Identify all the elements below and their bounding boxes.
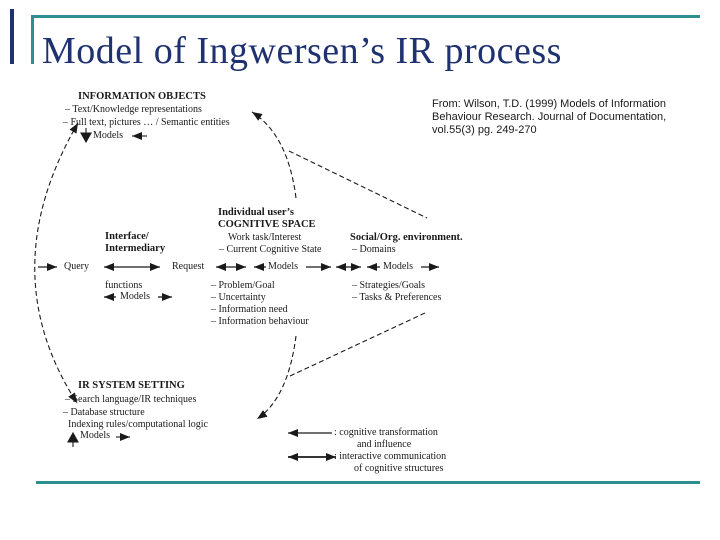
flow-models-mid-label: Models: [268, 261, 298, 272]
cognitive-to-info-curve: [251, 111, 428, 219]
cognitive-space-heading: COGNITIVE SPACE: [218, 219, 316, 230]
up-arrow-icon: [67, 431, 79, 443]
social-env-heading: Social/Org. environment.: [350, 232, 463, 243]
citation-line-2: Behaviour Research. Journal of Documenta…: [432, 111, 667, 123]
navy-accent-bar: [10, 9, 14, 64]
info-objects-models-label: Models: [93, 130, 123, 141]
cognitive-space-item: – Problem/Goal: [211, 280, 275, 291]
ir-system-models-label: Models: [80, 430, 110, 441]
ir-system-item: Indexing rules/computational logic: [68, 419, 208, 430]
flow-models-right-label: Models: [383, 261, 413, 272]
down-arrow-icon: [80, 132, 92, 144]
legend-and-influence: and influence: [357, 439, 412, 450]
flow-request-label: Request: [172, 261, 205, 272]
legend-cognitive-transformation: : cognitive transformation: [334, 427, 438, 438]
interface-heading: Interface/: [105, 231, 149, 242]
info-objects-item: – Text/Knowledge representations: [65, 104, 202, 115]
slide-title: Model of Ingwersen’s IR process: [42, 30, 562, 72]
interface-heading: Intermediary: [105, 243, 166, 254]
teal-bottom-rule: [36, 481, 700, 484]
social-env-item: – Strategies/Goals: [352, 280, 426, 291]
legend-interactive-communication: : interactive communication: [334, 451, 447, 462]
citation-line-1: From: Wilson, T.D. (1999) Models of Info…: [432, 98, 666, 110]
legend-arrows: [288, 429, 336, 461]
teal-left-rule: [31, 15, 34, 64]
flow-query-label: Query: [64, 261, 89, 272]
teal-top-rule: [31, 15, 700, 18]
social-env-item: – Tasks & Preferences: [352, 292, 442, 303]
cognitive-space-item: Work task/Interest: [228, 232, 302, 243]
cognitive-space-item: – Uncertainty: [211, 292, 266, 303]
interface-models-label: Models: [120, 291, 150, 302]
social-env-item: – Domains: [352, 244, 396, 255]
info-objects-item: – Full text, pictures … / Semantic entit…: [63, 117, 230, 128]
cognitive-space-item: – Information need: [211, 304, 288, 315]
ir-system-item: – Database structure: [63, 407, 145, 418]
legend-of-cognitive-structures: of cognitive structures: [354, 463, 444, 474]
cognitive-space-heading: Individual user’s: [218, 207, 294, 218]
ir-system-item: – Search language/IR techniques: [65, 394, 197, 405]
cognitive-to-irsystem-curve: [256, 311, 428, 420]
info-objects-heading: INFORMATION OBJECTS: [78, 91, 206, 102]
ir-system-heading: IR SYSTEM SETTING: [78, 380, 185, 391]
cognitive-space-item: – Current Cognitive State: [219, 244, 322, 255]
interface-functions-label: functions: [105, 280, 143, 291]
cognitive-space-item: – Information behaviour: [211, 316, 309, 327]
citation-line-3: vol.55(3) pg. 249-270: [432, 124, 537, 136]
